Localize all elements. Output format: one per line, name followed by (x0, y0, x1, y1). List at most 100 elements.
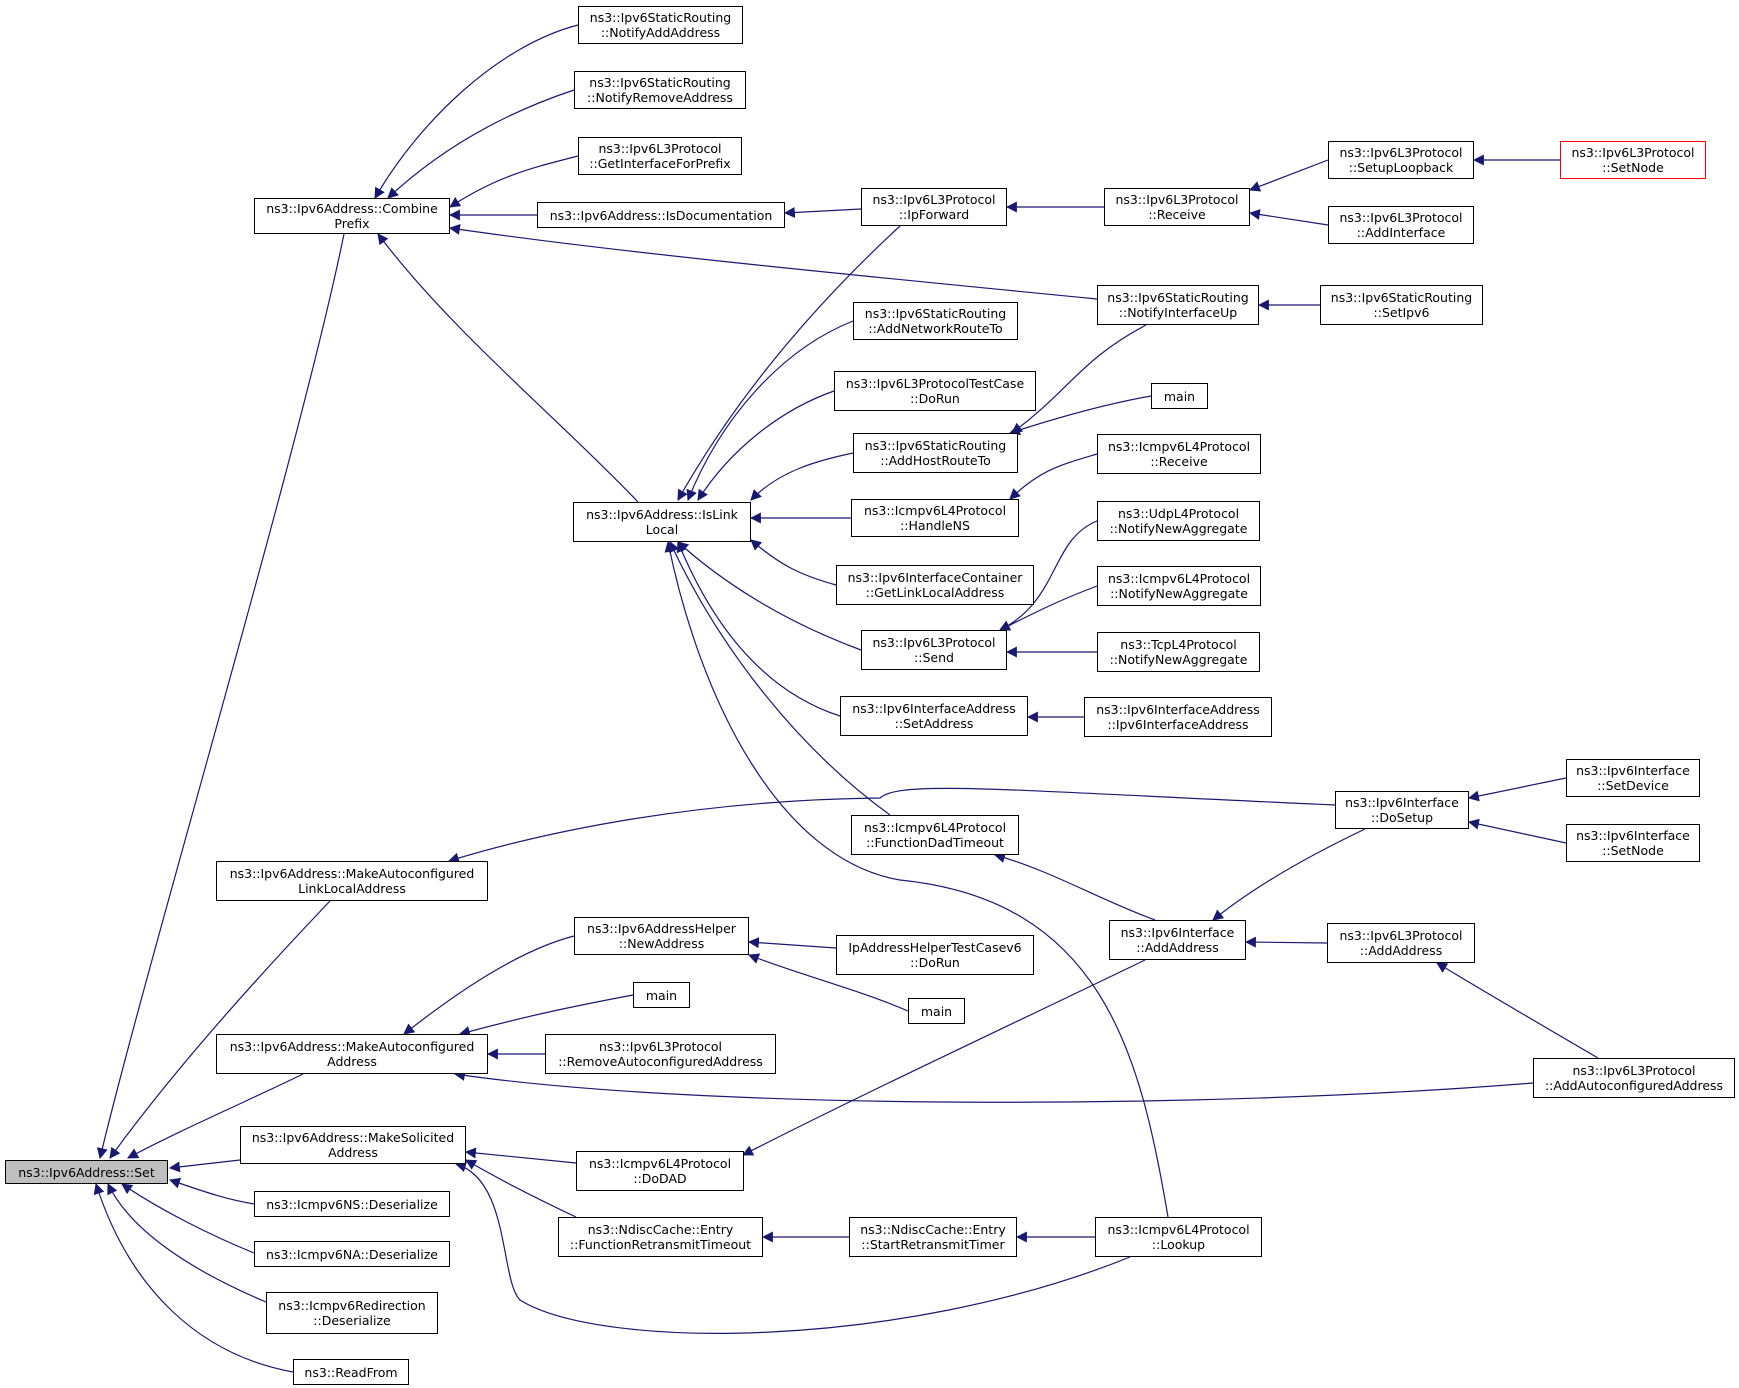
call-edge-18 (750, 452, 854, 501)
node-label: ns3::NdiscCache::Entry (587, 1222, 734, 1237)
node-sr-notify-remove[interactable]: ns3::Ipv6StaticRouting::NotifyRemoveAddr… (574, 71, 746, 109)
node-label: ns3::TcpL4Protocol (1120, 637, 1237, 652)
call-edge-53 (454, 1161, 1131, 1334)
node-label: ns3::ReadFrom (304, 1364, 398, 1380)
node-ifaddr-set-address[interactable]: ns3::Ipv6InterfaceAddress::SetAddress (840, 696, 1028, 736)
call-edge-39 (1467, 818, 1567, 844)
node-if-set-device[interactable]: ns3::Ipv6Interface::SetDevice (1566, 759, 1700, 797)
node-label: ns3::Ipv6InterfaceAddress (1096, 702, 1260, 717)
node-icmp-receive[interactable]: ns3::Icmpv6L4Protocol::Receive (1097, 434, 1261, 474)
node-l3-setup-loopback[interactable]: ns3::Ipv6L3Protocol::SetupLoopback (1328, 141, 1474, 179)
node-icmpv6ns-deser[interactable]: ns3::Icmpv6NS::Deserialize (254, 1191, 450, 1217)
node-if-add-address[interactable]: ns3::Ipv6Interface::AddAddress (1109, 920, 1246, 960)
node-label: ::GetInterfaceForPrefix (589, 156, 731, 171)
node-is-documentation[interactable]: ns3::Ipv6Address::IsDocumentation (537, 202, 785, 228)
call-edge-23 (669, 541, 891, 816)
node-ifaddr-ctor[interactable]: ns3::Ipv6InterfaceAddress::Ipv6Interface… (1084, 697, 1272, 737)
call-edge-38 (1467, 777, 1567, 802)
call-edge-27 (1248, 209, 1329, 226)
node-if-dosetup[interactable]: ns3::Ipv6Interface::DoSetup (1335, 791, 1469, 829)
node-l3-send[interactable]: ns3::Ipv6L3Protocol::Send (861, 630, 1007, 670)
node-main-2[interactable]: main (633, 982, 690, 1008)
call-edge-33 (999, 520, 1098, 631)
node-label: IpAddressHelperTestCasev6 (848, 940, 1022, 955)
call-edge-37 (993, 852, 1156, 921)
node-label: ns3::Ipv6Address::IsLink (586, 507, 738, 522)
node-helper-new-address[interactable]: ns3::Ipv6AddressHelper::NewAddress (574, 917, 749, 955)
node-ndisc-func-retransmit[interactable]: ns3::NdiscCache::Entry::FunctionRetransm… (558, 1217, 763, 1257)
node-icmp-lookup[interactable]: ns3::Icmpv6L4Protocol::Lookup (1095, 1217, 1262, 1257)
node-icmp-notify-agg[interactable]: ns3::Icmpv6L4Protocol::NotifyNewAggregat… (1097, 566, 1261, 606)
node-icmp-function-dad[interactable]: ns3::Icmpv6L4Protocol::FunctionDadTimeou… (851, 815, 1019, 855)
node-l3-set-node[interactable]: ns3::Ipv6L3Protocol::SetNode (1560, 141, 1706, 179)
node-l3-receive[interactable]: ns3::Ipv6L3Protocol::Receive (1104, 188, 1250, 226)
node-if-set-node[interactable]: ns3::Ipv6Interface::SetNode (1566, 824, 1700, 862)
call-edge-32 (1009, 453, 1098, 500)
call-edge-13 (448, 223, 1098, 300)
node-label: ::AddHostRouteTo (880, 453, 991, 468)
node-ifc-get-linklocal[interactable]: ns3::Ipv6InterfaceContainer::GetLinkLoca… (836, 565, 1034, 605)
node-sr-notify-if-up[interactable]: ns3::Ipv6StaticRouting::NotifyInterfaceU… (1097, 285, 1259, 325)
node-label: ::IpForward (898, 207, 970, 222)
node-iphelper-test-dorun[interactable]: IpAddressHelperTestCasev6::DoRun (836, 935, 1034, 975)
node-label: ns3::Ipv6StaticRouting (1107, 290, 1249, 305)
node-label: ::NotifyNewAggregate (1109, 521, 1248, 536)
node-l3-ipforward[interactable]: ns3::Ipv6L3Protocol::IpForward (861, 188, 1007, 226)
node-label: LinkLocalAddress (298, 881, 406, 896)
node-readfrom[interactable]: ns3::ReadFrom (293, 1359, 409, 1385)
node-icmp-handle-ns[interactable]: ns3::Icmpv6L4Protocol::HandleNS (851, 499, 1019, 537)
node-label: ns3::Ipv6Address::IsDocumentation (549, 207, 773, 223)
node-label: Address (328, 1145, 378, 1160)
call-edge-21 (677, 541, 862, 651)
node-label: ::FunctionRetransmitTimeout (569, 1237, 752, 1252)
node-tcp-notify-agg[interactable]: ns3::TcpL4Protocol::NotifyNewAggregate (1097, 632, 1260, 672)
call-edge-43 (742, 959, 1146, 1156)
node-icmp-dodad[interactable]: ns3::Icmpv6L4Protocol::DoDAD (576, 1151, 744, 1191)
node-label: ::DoDAD (633, 1171, 687, 1186)
node-label: ::Receive (1150, 454, 1208, 469)
node-label: ns3::Ipv6StaticRouting (589, 75, 731, 90)
node-icmpv6na-deser[interactable]: ns3::Icmpv6NA::Deserialize (254, 1241, 450, 1267)
node-ndisc-start-retransmit[interactable]: ns3::NdiscCache::Entry::StartRetransmitT… (849, 1217, 1017, 1257)
call-edge-44 (1436, 962, 1599, 1059)
node-udp-notify-agg[interactable]: ns3::UdpL4Protocol::NotifyNewAggregate (1097, 501, 1260, 541)
node-label: ns3::Ipv6L3Protocol (872, 635, 996, 650)
node-icmpv6redir-deser[interactable]: ns3::Icmpv6Redirection::Deserialize (266, 1292, 438, 1334)
call-edge-12 (377, 233, 639, 503)
node-sr-notify-add[interactable]: ns3::Ipv6StaticRouting::NotifyAddAddress (578, 6, 743, 44)
node-label: ns3::Icmpv6L4Protocol (1107, 571, 1251, 586)
node-l3-add-autoconf[interactable]: ns3::Ipv6L3Protocol::AddAutoconfiguredAd… (1533, 1058, 1735, 1098)
node-label: ns3::Ipv6Interface (1120, 925, 1235, 940)
node-label: ns3::Ipv6Address::Combine (266, 201, 438, 216)
node-main-1[interactable]: main (1151, 383, 1208, 409)
node-l3-get-if-prefix[interactable]: ns3::Ipv6L3Protocol::GetInterfaceForPref… (578, 137, 742, 175)
node-main-3[interactable]: main (908, 998, 965, 1024)
call-edge-4 (168, 1177, 255, 1205)
node-label: ::AddNetworkRouteTo (868, 321, 1003, 336)
node-l3-add-interface[interactable]: ns3::Ipv6L3Protocol::AddInterface (1328, 206, 1474, 244)
node-l3-add-address[interactable]: ns3::Ipv6L3Protocol::AddAddress (1327, 923, 1475, 963)
node-label: ns3::Ipv6StaticRouting (1330, 290, 1473, 305)
call-edge-20 (750, 539, 837, 586)
call-edge-6 (107, 1183, 267, 1303)
node-label: ns3::Icmpv6NS::Deserialize (266, 1196, 438, 1212)
node-label: ::HandleNS (900, 518, 970, 533)
node-sr-add-network-route[interactable]: ns3::Ipv6StaticRouting::AddNetworkRouteT… (853, 302, 1018, 340)
call-edge-40 (1212, 828, 1366, 921)
node-set: ns3::Ipv6Address::Set (5, 1160, 168, 1184)
call-edge-22 (676, 540, 841, 717)
node-label: ns3::Ipv6Interface (1345, 795, 1459, 810)
node-l3-testcase-dorun[interactable]: ns3::Ipv6L3ProtocolTestCase::DoRun (834, 371, 1036, 411)
node-label: ns3::Ipv6StaticRouting (864, 306, 1007, 321)
node-label: ::Receive (1148, 207, 1206, 222)
node-sr-set-ipv6[interactable]: ns3::Ipv6StaticRouting::SetIpv6 (1320, 285, 1483, 325)
node-l3-remove-autoconf[interactable]: ns3::Ipv6L3Protocol::RemoveAutoconfigure… (545, 1034, 776, 1074)
node-sr-add-host-route[interactable]: ns3::Ipv6StaticRouting::AddHostRouteTo (853, 433, 1018, 473)
call-edge-31 (1011, 324, 1147, 434)
